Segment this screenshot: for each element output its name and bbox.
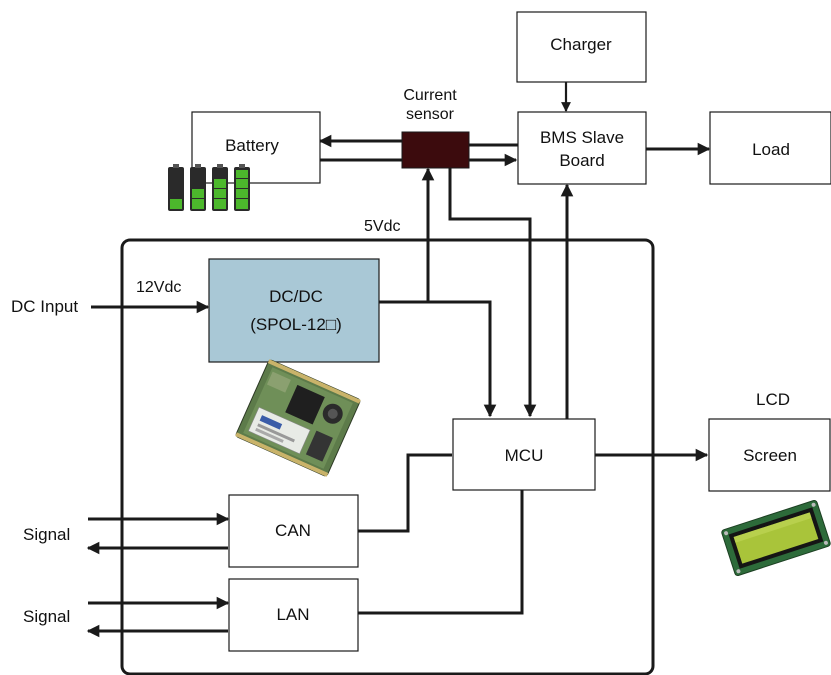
bms-label-line1: BMS Slave [540, 128, 624, 147]
screen-label: Screen [743, 446, 797, 465]
battery-charge-levels-icon [168, 164, 250, 211]
lan-label: LAN [276, 605, 309, 624]
signal-can-label: Signal [23, 525, 70, 544]
dc-input-label: DC Input [11, 297, 78, 316]
wire-mcu-can [358, 453, 452, 533]
can-label: CAN [275, 521, 311, 540]
signal-lan-label: Signal [23, 607, 70, 626]
charger-label: Charger [550, 35, 612, 54]
lcd-module-photo [721, 500, 831, 576]
current-sensor-label-line2: sensor [406, 106, 455, 123]
lan-block: LAN [228, 578, 359, 652]
wire-sensor-mcu [448, 168, 537, 418]
battery-block: Battery [191, 111, 321, 184]
current-sensor-label-line1: Current [403, 87, 457, 104]
current-sensor-block: Current sensor [401, 87, 470, 169]
bms-label-line2: Board [559, 151, 604, 170]
dcdc-module-photo [235, 359, 361, 477]
wire-mcu-lan [358, 490, 524, 615]
charger-block: Charger [516, 11, 647, 83]
wire-dcdc-mcu [428, 300, 497, 418]
twelve-vdc-label: 12Vdc [136, 279, 181, 296]
load-block: Load [709, 111, 831, 185]
screen-block: Screen [708, 418, 831, 492]
current-sensor-box [401, 131, 470, 169]
dcdc-block: DC/DC (SPOL-12□) [208, 258, 380, 363]
mcu-block: MCU [452, 418, 596, 491]
dcdc-label-line2: (SPOL-12□) [250, 315, 342, 334]
can-block: CAN [228, 494, 359, 568]
dcdc-label-line1: DC/DC [269, 287, 323, 306]
wire-dcdc-sensor-5vdc [379, 167, 435, 304]
lcd-title: LCD [756, 390, 790, 409]
mcu-label: MCU [505, 446, 544, 465]
battery-label: Battery [225, 136, 279, 155]
bms-slave-board-block: BMS Slave Board [517, 111, 647, 185]
load-label: Load [752, 140, 790, 159]
system-frame [120, 238, 655, 675]
five-vdc-label: 5Vdc [364, 218, 400, 235]
